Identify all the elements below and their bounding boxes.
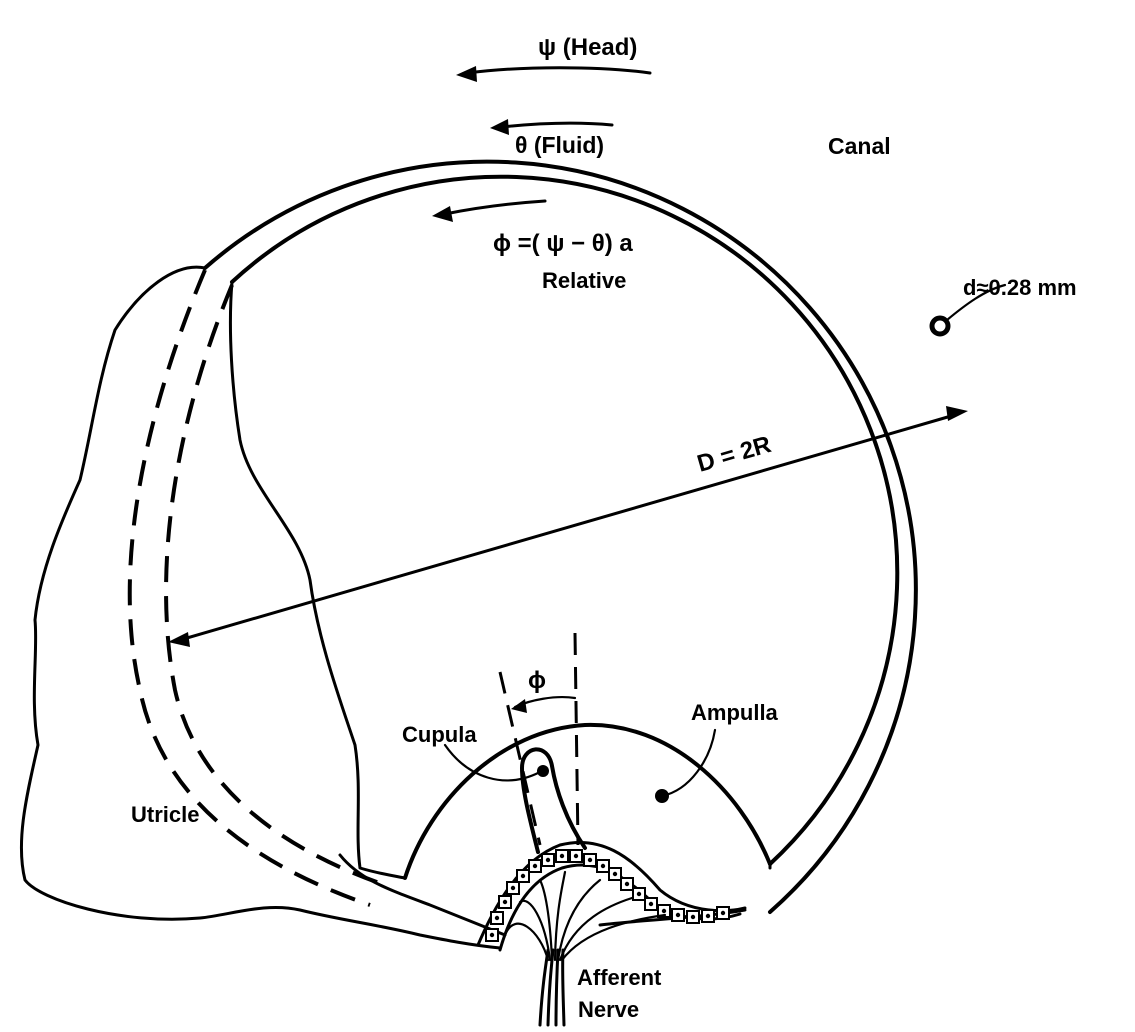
canal-outer-wall — [203, 159, 918, 914]
crista-cell-nucleus — [661, 908, 667, 914]
head-arrowhead — [456, 66, 477, 82]
ampulla-dome — [403, 722, 772, 880]
relative-arrowhead — [432, 206, 453, 222]
crista-cell-nucleus — [489, 932, 495, 938]
ampulla-leader — [660, 728, 717, 798]
crista-cell-nucleus — [600, 863, 606, 869]
relative-arrow — [443, 199, 547, 216]
diameter-arrowhead-left — [168, 632, 190, 647]
cupula — [520, 747, 587, 854]
utricle-inner-wall — [228, 280, 407, 880]
canal-inner-wall — [230, 174, 900, 866]
phi-arrowhead — [511, 699, 527, 713]
crista-cell-nucleus — [545, 857, 551, 863]
crista-cell-nucleus — [624, 881, 630, 887]
crista-cell-nucleus — [510, 885, 516, 891]
head-label: ψ (Head) — [538, 34, 637, 61]
crista-cell-nucleus — [705, 913, 711, 919]
afferent-nerve — [538, 948, 566, 1027]
fluid-arrow — [500, 121, 614, 129]
utricle-floor-line — [338, 853, 507, 937]
crista-cell-nucleus — [648, 901, 654, 907]
crista-cell-nucleus — [532, 863, 538, 869]
diameter-line — [178, 412, 960, 642]
crista-cell-nucleus — [559, 853, 565, 859]
deflected-reference-line — [498, 671, 542, 846]
head-arrow — [466, 66, 652, 75]
vertical-reference-line — [573, 632, 580, 846]
crista-cell-nucleus — [720, 910, 726, 916]
crista-cell-nucleus — [494, 915, 500, 921]
crista-cell-nucleus — [675, 912, 681, 918]
diameter-arrowhead-right — [946, 406, 968, 421]
relative-formula-label: ϕ =( ψ − θ) a — [493, 230, 633, 257]
fluid-label: θ (Fluid) — [515, 132, 604, 158]
crista-cell-nucleus — [636, 891, 642, 897]
relative-label: Relative — [542, 268, 626, 293]
crista — [476, 840, 747, 962]
crista-cell-nucleus — [520, 873, 526, 879]
canal-dashed-outer — [127, 269, 371, 907]
fluid-arrowhead — [490, 119, 509, 135]
nerve-label: Nerve — [578, 997, 639, 1022]
crista-cell-nucleus — [587, 857, 593, 863]
ampulla-label: Ampulla — [691, 700, 779, 725]
afferent-label: Afferent — [577, 965, 662, 990]
crista-cell-nucleus — [502, 899, 508, 905]
canal-thickness-marker — [929, 315, 951, 337]
crista-cell-nucleus — [573, 853, 579, 859]
canal-diameter-label: d≈0.28 mm — [963, 275, 1077, 300]
canal-label: Canal — [828, 133, 891, 159]
canal-thickness-leader — [945, 283, 1007, 322]
canal-dashed-inner — [164, 284, 386, 887]
cupula-pointer-dot — [537, 765, 549, 777]
crista-cell-nucleus — [612, 871, 618, 877]
cupula-leader — [443, 743, 542, 782]
utricle-outline — [19, 265, 502, 950]
phi-label: ϕ — [528, 667, 546, 694]
cupula-label: Cupula — [402, 722, 477, 747]
crista-cell-nucleus — [690, 914, 696, 920]
crista-cells — [485, 849, 730, 942]
utricle-label: Utricle — [131, 802, 199, 827]
